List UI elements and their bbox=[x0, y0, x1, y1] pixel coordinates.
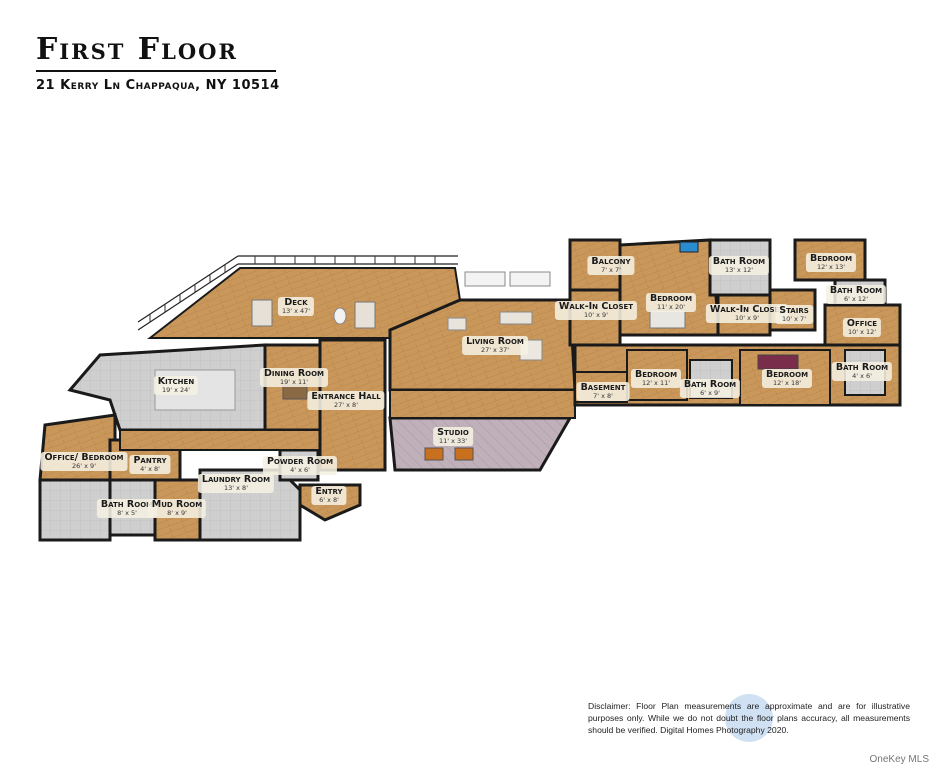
mls-credit: OneKey MLS bbox=[869, 754, 929, 765]
disclaimer-text: Disclaimer: Floor Plan measurements are … bbox=[588, 701, 910, 735]
address-subtitle: 21 Kerry Ln Chappaqua, NY 10514 bbox=[36, 78, 280, 93]
studio-area bbox=[388, 389, 576, 472]
page-title: First Floor bbox=[36, 32, 238, 67]
west-wing bbox=[38, 338, 387, 542]
watermark-circle bbox=[725, 694, 773, 742]
title-underline bbox=[36, 70, 276, 72]
